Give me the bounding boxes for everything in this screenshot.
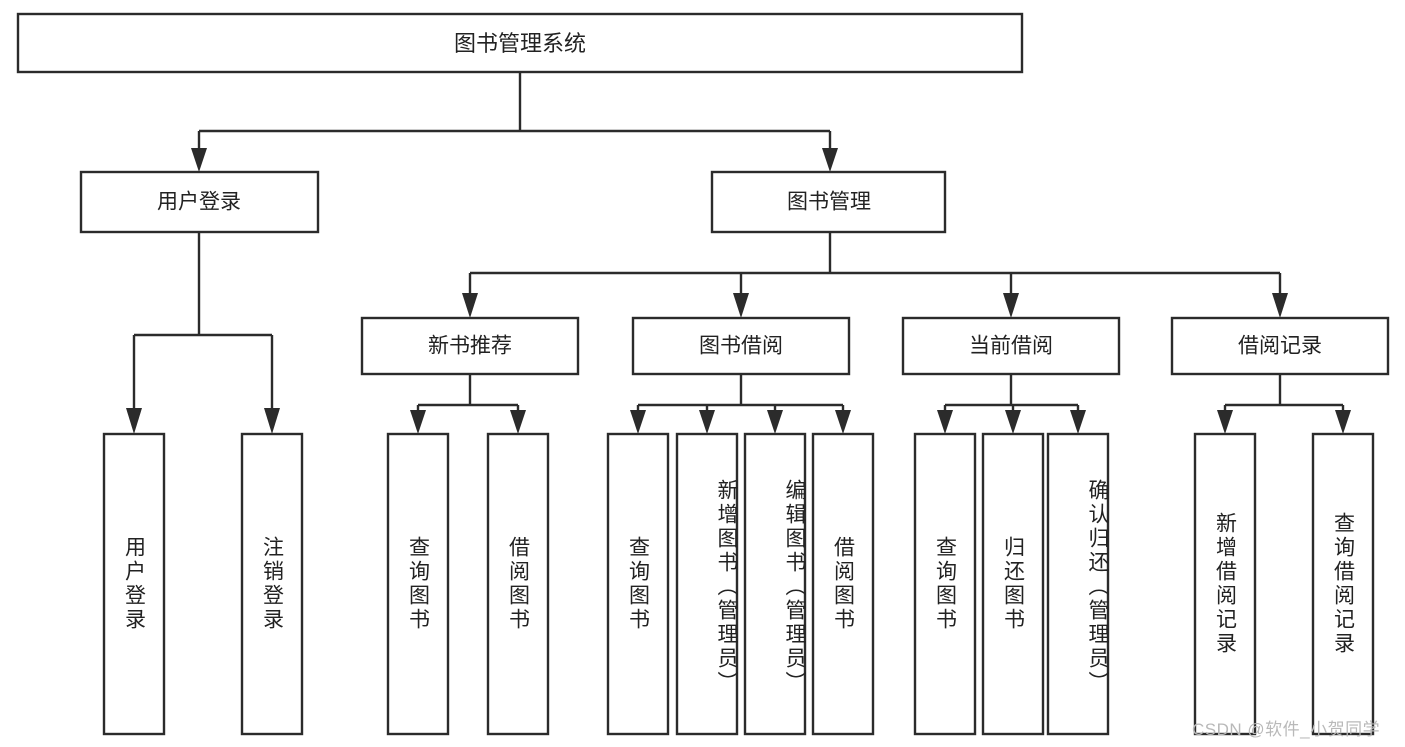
- node-leaf-edit-book-box[interactable]: [743, 432, 807, 736]
- node-user-login-label: 用户登录: [157, 191, 241, 214]
- arrow-head-leaf-borrow-book: [835, 410, 851, 434]
- node-new-book-recommend-box[interactable]: [360, 316, 580, 376]
- arrow-head-borrow-record: [1272, 293, 1288, 318]
- node-root-label: 图书管理系统: [454, 31, 586, 56]
- arrow-head-new-book-recommend: [462, 293, 478, 318]
- node-leaf-add-book-box[interactable]: [675, 432, 739, 736]
- node-leaf-return-book-box[interactable]: [981, 432, 1045, 736]
- node-current-borrow-box[interactable]: [901, 316, 1121, 376]
- node-leaf-query-book-borrow-box[interactable]: [606, 432, 670, 736]
- arrow-head-book-borrow: [733, 293, 749, 318]
- node-leaf-query-borrow-record-box[interactable]: [1311, 432, 1375, 736]
- node-book-borrow-label: 图书借阅: [699, 335, 783, 358]
- node-leaf-borrow-book-recommend-box[interactable]: [486, 432, 550, 736]
- node-book-manage-label: 图书管理: [787, 191, 871, 214]
- node-current-borrow-label: 当前借阅: [969, 335, 1053, 358]
- arrow-head-leaf-add-borrow-record: [1217, 410, 1233, 434]
- arrow-head-leaf-return-book: [1005, 410, 1021, 434]
- arrow-head-leaf-edit-book: [767, 410, 783, 434]
- arrow-head-leaf-add-book: [699, 410, 715, 434]
- node-leaf-user-logout-box[interactable]: [240, 432, 304, 736]
- csdn-watermark: CSDN @软件_小贺同学: [1192, 720, 1381, 739]
- arrow-head-leaf-query-book-recommend: [410, 410, 426, 434]
- node-leaf-borrow-book-box[interactable]: [811, 432, 875, 736]
- arrow-head-leaf-user-logout: [264, 408, 280, 434]
- node-borrow-record-label: 借阅记录: [1238, 335, 1322, 358]
- node-leaf-user-login-box[interactable]: [102, 432, 166, 736]
- arrow-head-book-manage: [822, 148, 838, 172]
- node-root-box[interactable]: [16, 12, 1024, 74]
- node-book-borrow-box[interactable]: [631, 316, 851, 376]
- node-book-manage-box[interactable]: [710, 170, 947, 234]
- node-user-login-box[interactable]: [79, 170, 320, 234]
- arrow-head-current-borrow: [1003, 293, 1019, 318]
- arrow-head-leaf-confirm-return: [1070, 410, 1086, 434]
- arrow-head-leaf-borrow-book-recommend: [510, 410, 526, 434]
- arrow-head-leaf-user-login: [126, 408, 142, 434]
- node-leaf-query-book-recommend-box[interactable]: [386, 432, 450, 736]
- node-leaf-query-book-current-box[interactable]: [913, 432, 977, 736]
- arrow-head-leaf-query-borrow-record: [1335, 410, 1351, 434]
- arrow-head-leaf-query-book-current: [937, 410, 953, 434]
- connector-layer: [126, 72, 1351, 434]
- arrow-head-leaf-query-book-borrow: [630, 410, 646, 434]
- node-borrow-record-box[interactable]: [1170, 316, 1390, 376]
- arrow-head-user-login: [191, 148, 207, 172]
- node-new-book-recommend-label: 新书推荐: [428, 335, 512, 358]
- node-leaf-confirm-return-box[interactable]: [1046, 432, 1110, 736]
- node-leaf-add-borrow-record-box[interactable]: [1193, 432, 1257, 736]
- node-layer: 图书管理系统 用户登录 图书管理 新书推荐 图书借阅 当前借阅 借阅记录: [16, 12, 1390, 736]
